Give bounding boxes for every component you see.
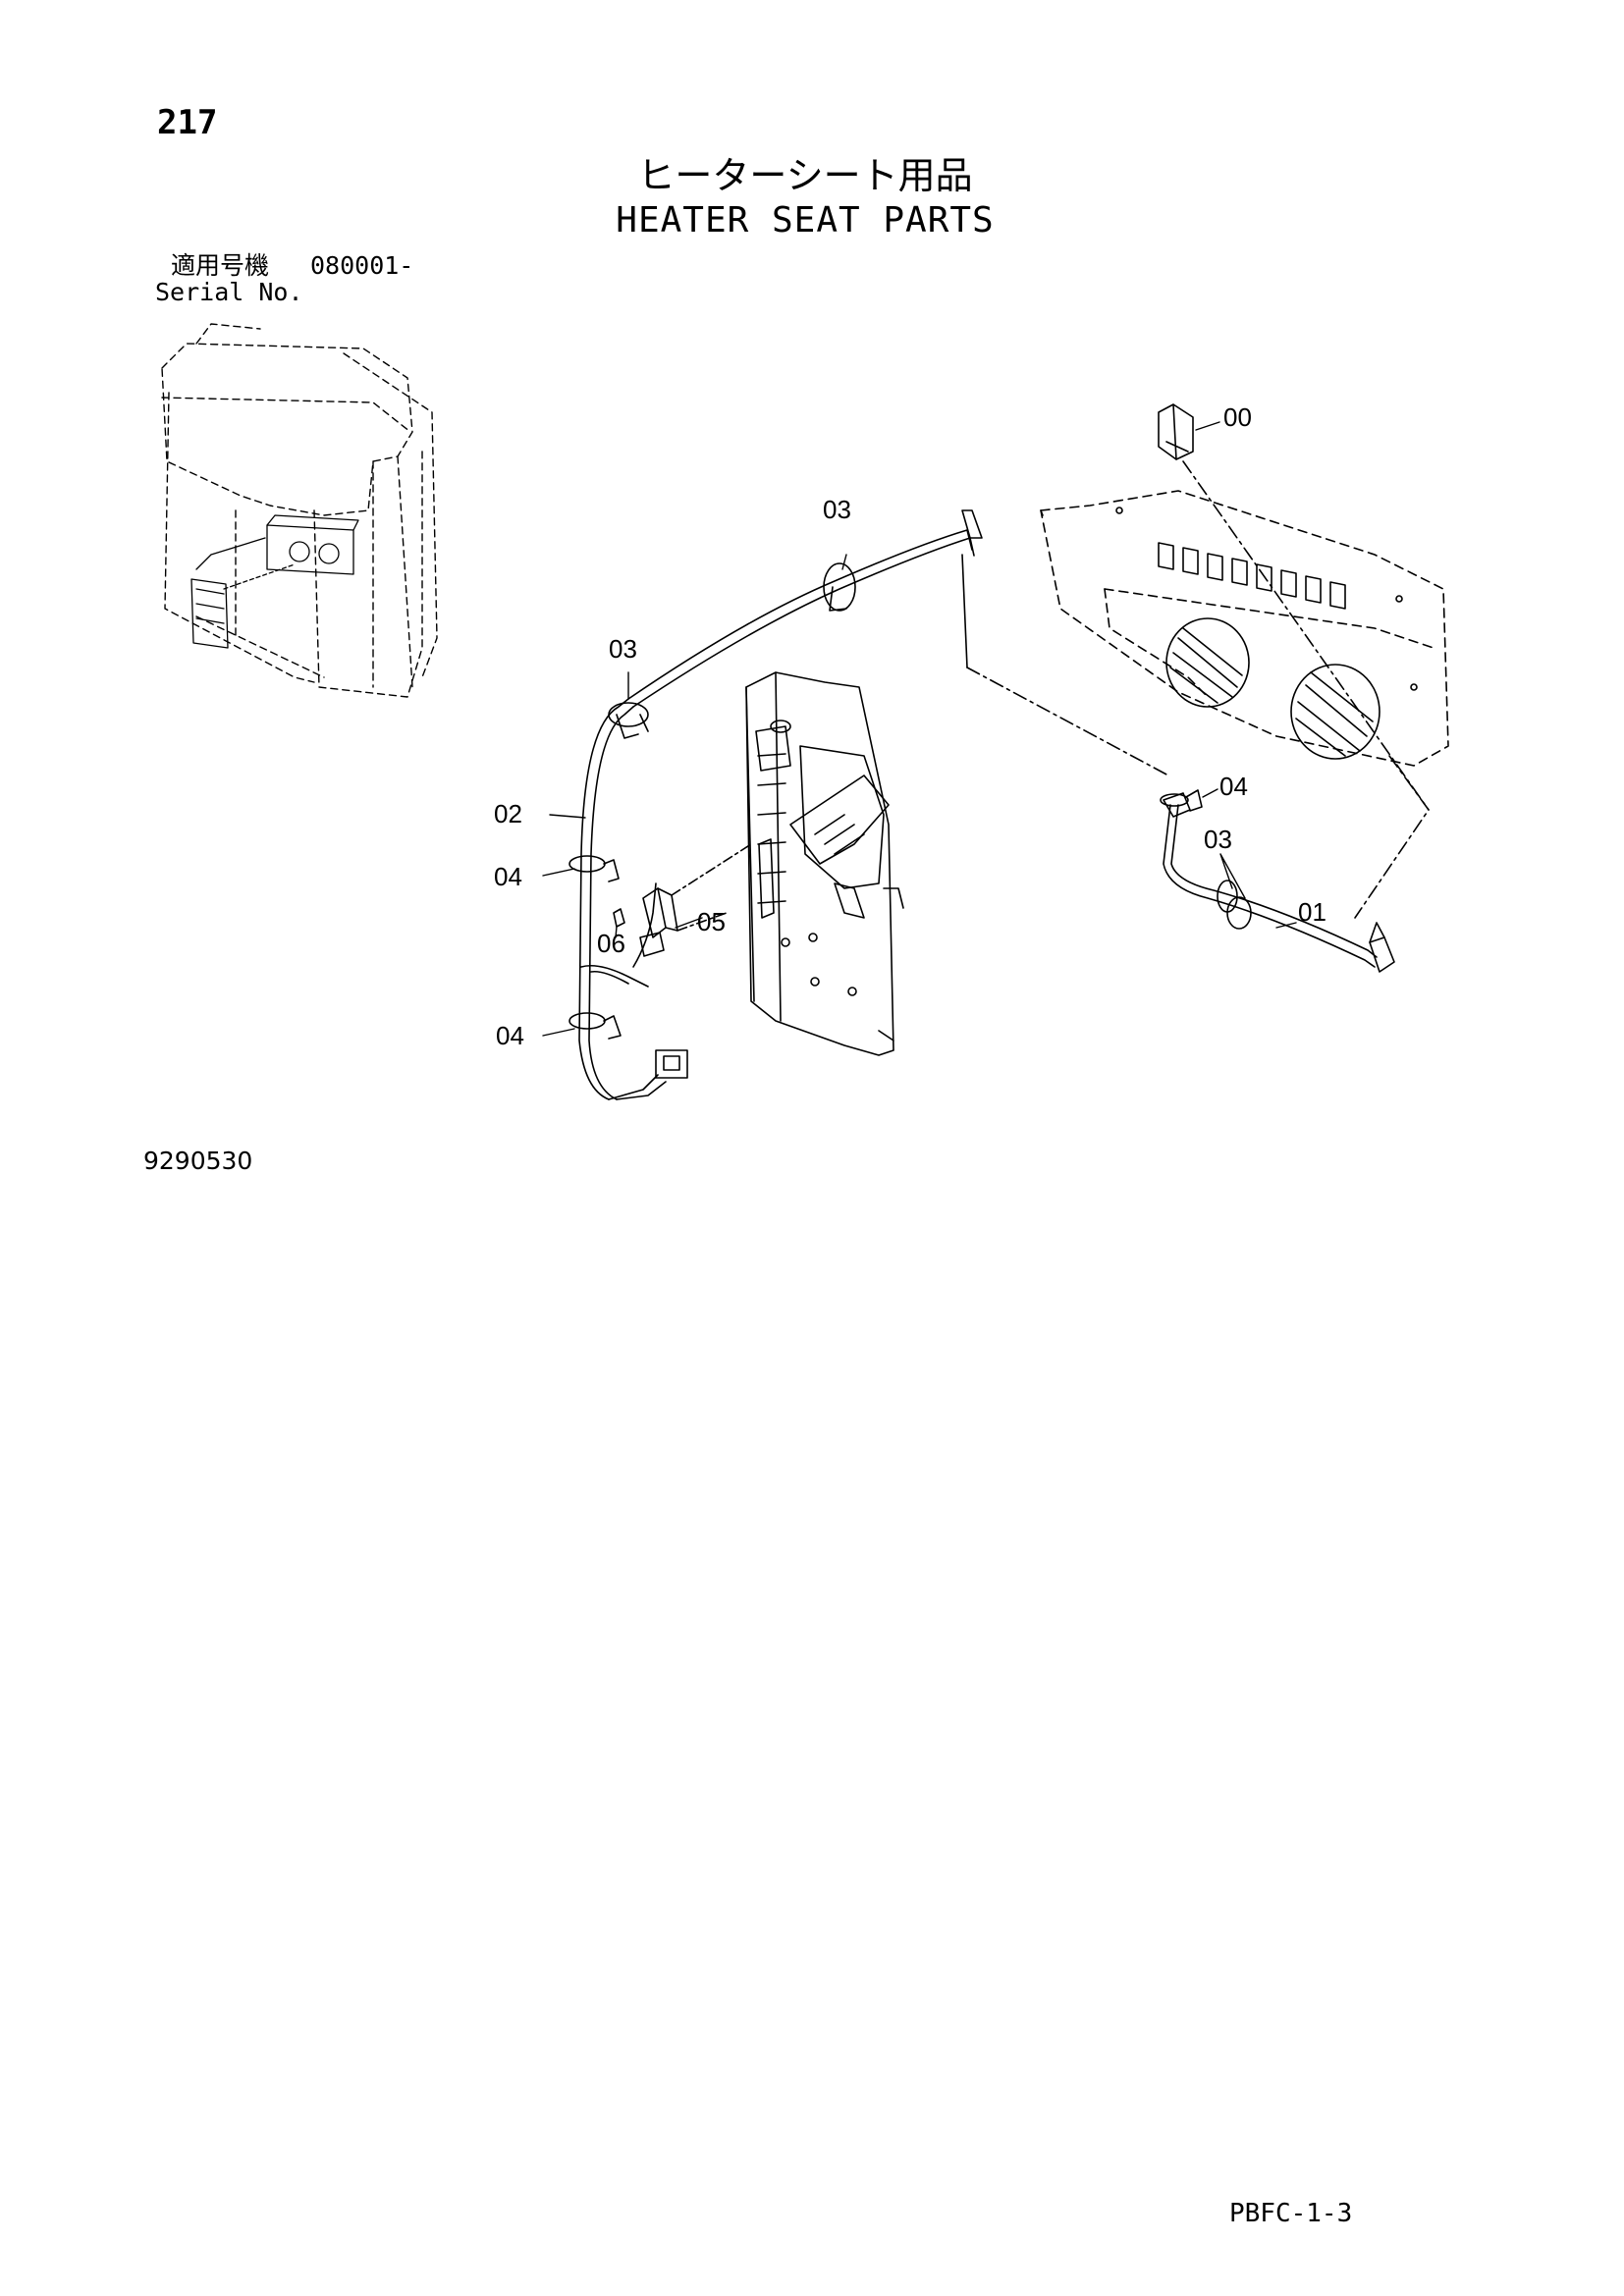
page-title-english: HEATER SEAT PARTS xyxy=(616,200,995,240)
callout-01: 01 xyxy=(1298,897,1326,927)
callout-03-right: 03 xyxy=(1204,825,1232,854)
clip-04-left xyxy=(568,855,622,1040)
harness-02 xyxy=(578,529,975,1100)
serial-label-japanese: 適用号機 xyxy=(171,251,270,280)
callout-05: 05 xyxy=(697,907,726,936)
harness-01 xyxy=(1163,792,1395,973)
serial-label-english: Serial No. xyxy=(155,278,303,306)
relay-leader-dashed xyxy=(671,843,752,932)
callout-leaders xyxy=(542,421,1297,1037)
page-title-japanese: ヒーターシート用品 xyxy=(637,154,973,197)
callout-06: 06 xyxy=(597,929,625,958)
callout-02: 02 xyxy=(494,799,522,828)
heater-control-panel xyxy=(1040,490,1449,767)
switch-00 xyxy=(1158,403,1194,460)
leader-dashed-switch xyxy=(1182,460,1430,811)
page-code: PBFC-1-3 xyxy=(1229,2199,1353,2228)
leader-dashed-panel-down xyxy=(1354,755,1430,919)
clip-03-right xyxy=(1217,880,1252,930)
cab-overview-parts xyxy=(190,514,359,649)
callout-04-left-upper: 04 xyxy=(494,862,522,891)
fuse-relay-panel xyxy=(745,671,904,1056)
serial-number-value: 080001- xyxy=(310,251,414,280)
clip-03-top xyxy=(608,562,856,739)
cab-overview-illustration xyxy=(161,323,438,698)
callout-00: 00 xyxy=(1223,402,1252,432)
harness-right-upper xyxy=(961,509,983,668)
leader-dashed-panel-link xyxy=(966,667,1169,776)
callout-03-top: 03 xyxy=(823,495,851,524)
page-number: 217 xyxy=(157,103,218,142)
clip-04-right xyxy=(1160,789,1203,812)
callout-04-left-lower: 04 xyxy=(496,1021,524,1050)
callout-04-right: 04 xyxy=(1219,772,1248,801)
callout-03-left: 03 xyxy=(609,634,637,664)
relay-05 xyxy=(613,887,678,957)
figure-number: 9290530 xyxy=(143,1147,253,1175)
